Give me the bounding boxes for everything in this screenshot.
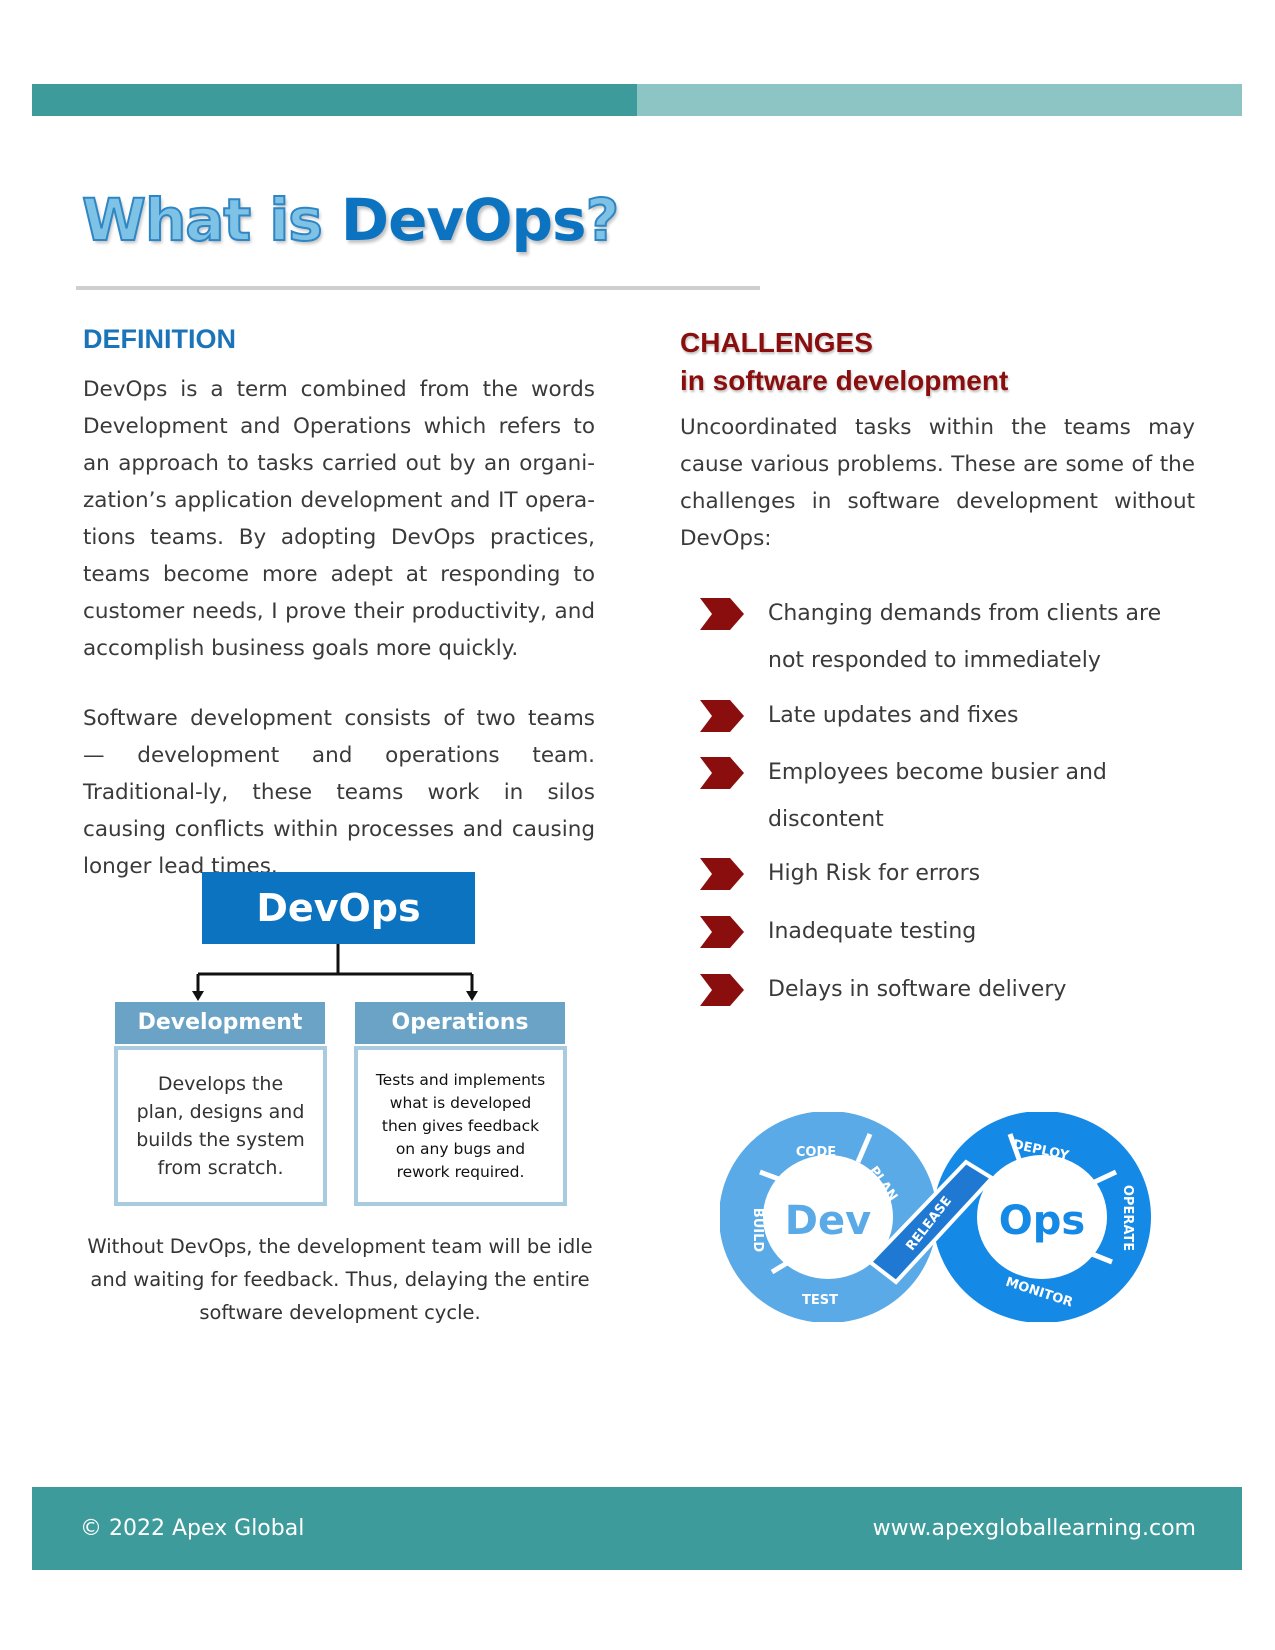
challenge-item-text: High Risk for errors bbox=[768, 861, 981, 886]
definition-paragraph-1: DevOps is a term combined from the words… bbox=[83, 377, 595, 661]
operations-team-header: Operations bbox=[355, 1002, 565, 1044]
org-diagram-root-box: DevOps bbox=[202, 872, 475, 944]
stage-test-label: TEST bbox=[802, 1293, 838, 1308]
challenge-item-text: Changing demands from clients are not re… bbox=[768, 601, 1162, 673]
development-team-header: Development bbox=[115, 1002, 325, 1044]
top-banner-light-segment bbox=[637, 84, 1242, 116]
chevron-right-icon bbox=[700, 974, 744, 1006]
devops-infinity-loop-graphic: Dev Ops CODE PLAN BUILD TEST RELEASE DEP… bbox=[720, 1112, 1151, 1322]
top-banner-bar bbox=[32, 84, 1242, 116]
stage-operate-label: OPERATE bbox=[1120, 1185, 1135, 1251]
definition-paragraph-2: Software development consists of two tea… bbox=[83, 706, 595, 879]
challenge-item-text: Delays in software delivery bbox=[768, 977, 1067, 1002]
ops-label: Ops bbox=[999, 1198, 1085, 1244]
chevron-right-icon bbox=[700, 598, 744, 630]
development-team-description-box: Develops the plan, designs and builds th… bbox=[114, 1046, 327, 1206]
footer-bar: © 2022 Apex Global www.apexgloballearnin… bbox=[32, 1487, 1242, 1570]
chevron-right-icon bbox=[700, 757, 744, 789]
stage-code-label: CODE bbox=[796, 1145, 836, 1160]
footer-copyright: © 2022 Apex Global bbox=[80, 1516, 305, 1541]
challenge-item-text: Late updates and fixes bbox=[768, 703, 1019, 728]
page-title: What is DevOps? bbox=[81, 185, 621, 255]
stage-build-label: BUILD bbox=[750, 1208, 765, 1253]
development-team-description: Develops the plan, designs and builds th… bbox=[136, 1073, 305, 1179]
chevron-right-icon bbox=[700, 700, 744, 732]
page-title-prefix: What is bbox=[81, 185, 341, 255]
top-banner-dark-segment bbox=[32, 84, 637, 116]
definition-heading: DEFINITION bbox=[83, 324, 236, 354]
dev-label: Dev bbox=[785, 1198, 871, 1244]
release-band bbox=[867, 1159, 996, 1285]
page-title-question-mark: ? bbox=[585, 185, 621, 255]
title-divider bbox=[76, 286, 760, 290]
org-diagram-connectors bbox=[192, 944, 478, 1001]
challenges-intro: Uncoordinated tasks within the teams may… bbox=[680, 415, 1195, 551]
chevron-right-icon bbox=[700, 916, 744, 948]
chevron-right-icon bbox=[700, 858, 744, 890]
challenge-item-text: Inadequate testing bbox=[768, 919, 977, 944]
footer-website-link[interactable]: www.apexgloballearning.com bbox=[872, 1516, 1196, 1541]
challenges-heading: CHALLENGES in software development bbox=[680, 324, 1008, 400]
org-diagram-caption: Without DevOps, the development team wil… bbox=[87, 1235, 593, 1324]
operations-team-description-box: Tests and implements what is developed t… bbox=[354, 1046, 567, 1206]
challenge-item-text: Employees become busier and discontent bbox=[768, 760, 1107, 832]
challenges-heading-line-2: in software development bbox=[680, 365, 1009, 396]
challenges-heading-line-1: CHALLENGES bbox=[680, 327, 873, 358]
operations-team-description: Tests and implements what is developed t… bbox=[375, 1070, 546, 1181]
loop-segment-dividers bbox=[759, 1133, 1118, 1275]
page-title-keyword: DevOps bbox=[340, 186, 587, 254]
